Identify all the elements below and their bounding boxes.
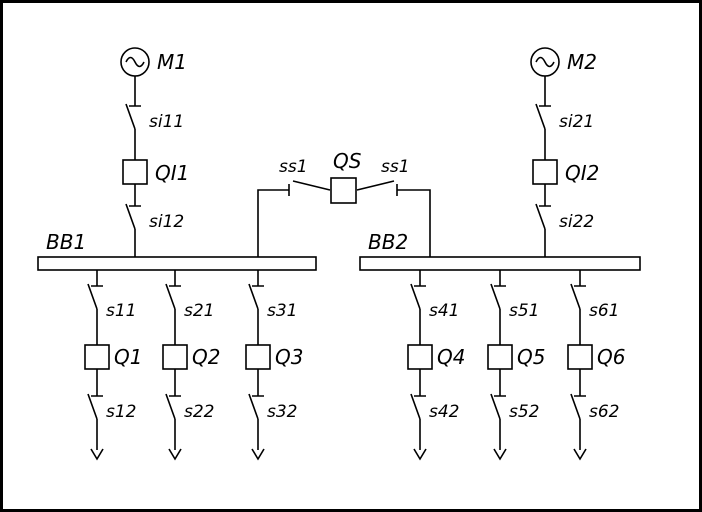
sine-wave-icon bbox=[125, 56, 145, 68]
busbar-bb2-bar bbox=[359, 256, 641, 271]
feeder-4: s41 Q4 s42 bbox=[407, 270, 465, 461]
label-ss1-left: ss1 bbox=[279, 157, 308, 177]
load-arrow-icon bbox=[413, 448, 427, 461]
switch-contact-ticks bbox=[414, 285, 426, 397]
label-si22: si22 bbox=[559, 212, 594, 232]
switch-contact-ticks bbox=[539, 105, 551, 207]
label-bb1: BB1 bbox=[46, 230, 86, 254]
label-s21: s21 bbox=[184, 301, 215, 321]
breaker-q5-symbol bbox=[487, 344, 513, 370]
busbar-bb1: BB1 bbox=[37, 230, 317, 271]
switch-blades bbox=[87, 283, 98, 420]
incomer-2: M2 si21 QI2 si22 bbox=[530, 47, 599, 257]
label-si12: si12 bbox=[149, 212, 184, 232]
bus-coupler: ss1 QS ss1 bbox=[257, 149, 431, 257]
label-s22: s22 bbox=[184, 402, 215, 422]
switch-blades bbox=[570, 283, 581, 420]
switch-contact-ticks bbox=[252, 285, 264, 397]
load-arrow-icon bbox=[251, 448, 265, 461]
switch-contact-ticks bbox=[574, 285, 586, 397]
feeder-5: s51 Q5 s52 bbox=[487, 270, 545, 461]
breaker-q6-symbol bbox=[567, 344, 593, 370]
switch-contact-ticks bbox=[169, 285, 181, 397]
load-arrow-icon bbox=[573, 448, 587, 461]
label-s11: s11 bbox=[106, 301, 137, 321]
generator-m2-icon bbox=[530, 47, 560, 77]
label-si21: si21 bbox=[559, 112, 594, 132]
incomer-1: M1 si11 QI1 si12 bbox=[120, 47, 189, 257]
label-s62: s62 bbox=[589, 402, 620, 422]
switch-contact-ticks bbox=[91, 285, 103, 397]
label-s41: s41 bbox=[429, 301, 460, 321]
feeder-2: s21 Q2 s22 bbox=[162, 270, 220, 461]
label-q6: Q6 bbox=[597, 345, 625, 369]
label-qs: QS bbox=[333, 149, 362, 173]
label-m2: M2 bbox=[567, 50, 597, 74]
switch-blades bbox=[292, 180, 395, 191]
breaker-q2-symbol bbox=[162, 344, 188, 370]
label-s42: s42 bbox=[429, 402, 460, 422]
busbar-bb1-bar bbox=[37, 256, 317, 271]
load-arrow-icon bbox=[168, 448, 182, 461]
switch-blades bbox=[410, 283, 421, 420]
label-qi2: QI2 bbox=[565, 161, 599, 185]
feeder-3: s31 Q3 s32 bbox=[245, 270, 303, 461]
switch-contact-ticks bbox=[288, 184, 398, 196]
switch-blades bbox=[535, 103, 546, 230]
label-q3: Q3 bbox=[275, 345, 303, 369]
feeder-6: s61 Q6 s62 bbox=[567, 270, 625, 461]
breaker-q1-symbol bbox=[84, 344, 110, 370]
switch-contact-ticks bbox=[129, 105, 141, 207]
label-qi1: QI1 bbox=[155, 161, 189, 185]
label-s51: s51 bbox=[509, 301, 540, 321]
load-arrow-icon bbox=[90, 448, 104, 461]
label-s52: s52 bbox=[509, 402, 540, 422]
busbar-bb2: BB2 bbox=[359, 230, 641, 271]
breaker-qi2-symbol bbox=[532, 159, 558, 185]
label-q4: Q4 bbox=[437, 345, 465, 369]
switch-blades bbox=[125, 103, 136, 230]
label-s32: s32 bbox=[267, 402, 298, 422]
sine-wave-icon bbox=[535, 56, 555, 68]
switch-blades bbox=[490, 283, 501, 420]
breaker-q3-symbol bbox=[245, 344, 271, 370]
switch-blades bbox=[165, 283, 176, 420]
generator-m1-icon bbox=[120, 47, 150, 77]
label-q5: Q5 bbox=[517, 345, 545, 369]
label-m1: M1 bbox=[157, 50, 187, 74]
label-q2: Q2 bbox=[192, 345, 220, 369]
label-q1: Q1 bbox=[114, 345, 142, 369]
wire bbox=[257, 189, 431, 257]
label-s31: s31 bbox=[267, 301, 298, 321]
label-s12: s12 bbox=[106, 402, 137, 422]
switch-blades bbox=[248, 283, 259, 420]
breaker-q4-symbol bbox=[407, 344, 433, 370]
label-bb2: BB2 bbox=[368, 230, 408, 254]
label-si11: si11 bbox=[149, 112, 184, 132]
switch-contact-ticks bbox=[494, 285, 506, 397]
breaker-qs-symbol bbox=[330, 177, 357, 204]
feeder-1: s11 Q1 s12 bbox=[84, 270, 142, 461]
label-ss1-right: ss1 bbox=[381, 157, 410, 177]
label-s61: s61 bbox=[589, 301, 620, 321]
load-arrow-icon bbox=[493, 448, 507, 461]
breaker-qi1-symbol bbox=[122, 159, 148, 185]
